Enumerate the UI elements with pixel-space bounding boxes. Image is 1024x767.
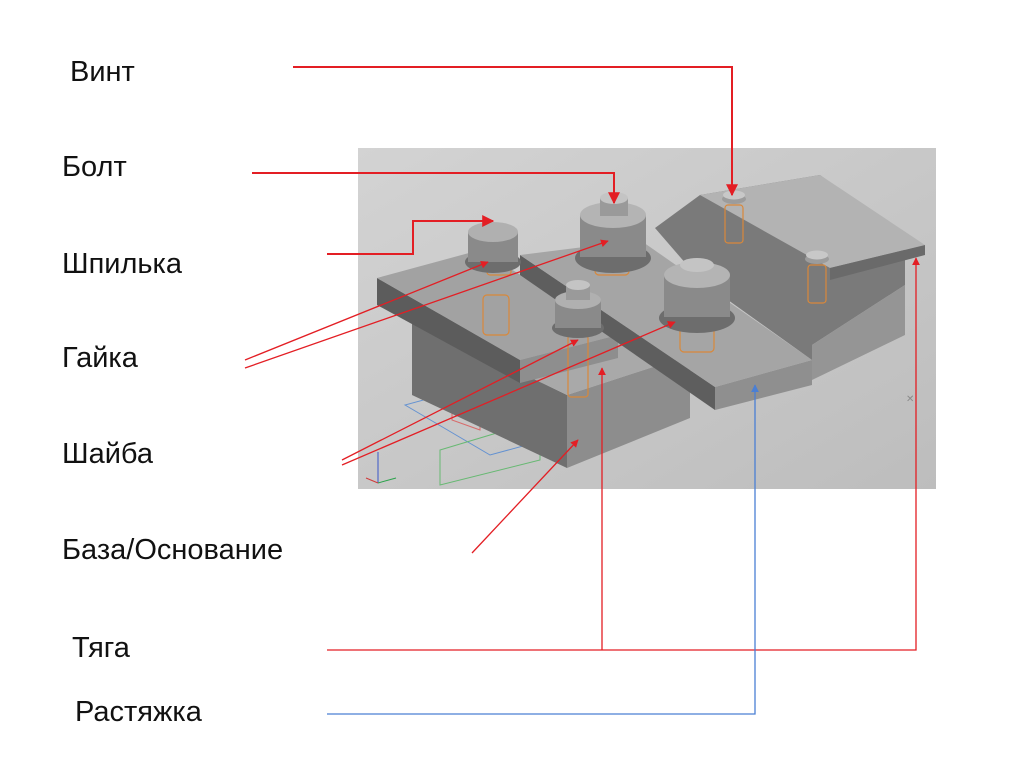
view-control-icon: ✕ <box>906 394 914 405</box>
label-brace: Растяжка <box>75 696 202 728</box>
leader-rod <box>327 257 920 651</box>
leader-stud <box>327 215 495 255</box>
nut-2 <box>575 192 651 273</box>
label-bolt: Болт <box>62 151 127 183</box>
screw-head-1 <box>722 190 746 204</box>
nut-3 <box>659 258 735 333</box>
leader-nut-a <box>244 261 489 361</box>
coordinate-triad-icon <box>365 452 397 484</box>
screw-head-2 <box>805 250 829 264</box>
label-base: База/Основание <box>62 534 284 566</box>
red-leader-lines <box>252 66 738 255</box>
label-washer: Шайба <box>62 438 153 470</box>
leader-base <box>471 439 579 554</box>
right-raised-block <box>655 175 925 380</box>
nut-4 <box>552 280 604 338</box>
leader-bolt <box>252 172 620 205</box>
leader-brace <box>327 384 759 715</box>
label-stud: Шпилька <box>62 248 182 280</box>
label-screw: Винт <box>70 56 135 88</box>
thin-red-leaders <box>244 239 920 651</box>
leader-washer-a <box>341 339 579 461</box>
leader-washer-b <box>341 321 676 466</box>
label-nut: Гайка <box>62 342 138 374</box>
leader-nut-b <box>244 239 609 369</box>
label-rod: Тяга <box>72 632 130 664</box>
nut-1 <box>465 222 521 273</box>
leader-screw <box>293 66 738 197</box>
